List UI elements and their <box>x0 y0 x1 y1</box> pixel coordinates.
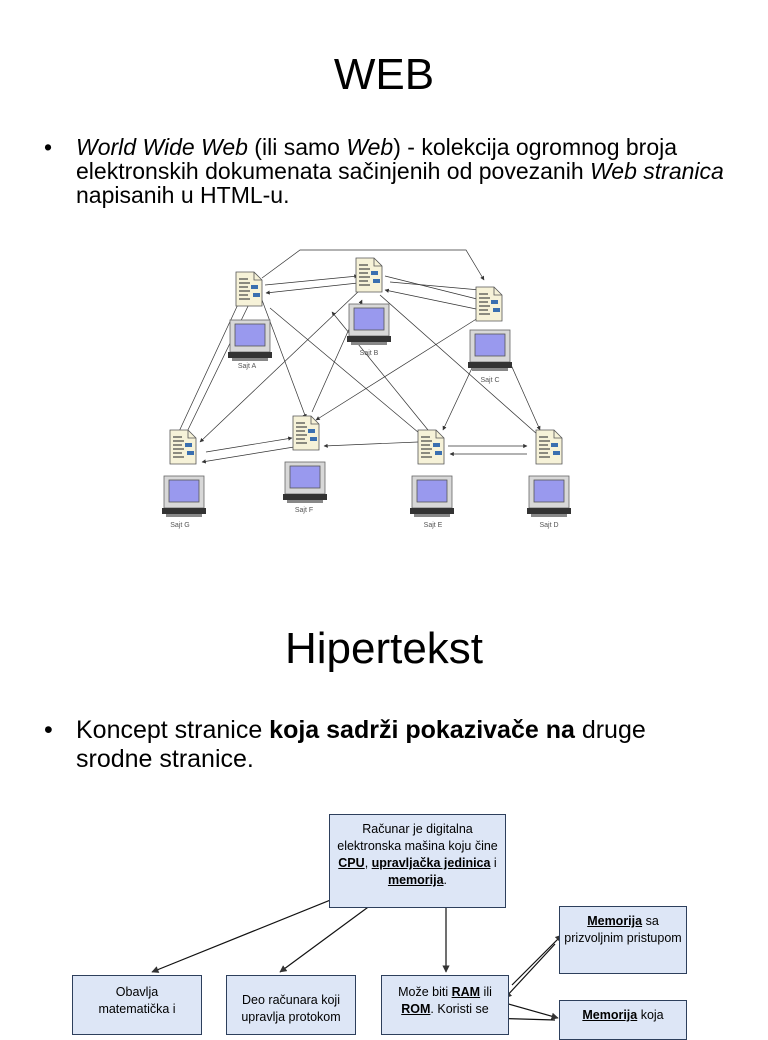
web-definition-text: World Wide Web (ili samo Web) - kolekcij… <box>76 135 736 207</box>
site-c <box>467 286 513 372</box>
box-text: Može biti <box>398 985 452 999</box>
site-label: Sajt A <box>238 363 257 370</box>
link-cpu[interactable]: CPU <box>338 856 365 870</box>
term-web: Web <box>346 134 394 160</box>
text-span: (ili samo <box>247 134 347 160</box>
box-deo-racunara: Deo računara koji upravlja protokom <box>226 975 356 1035</box>
site-label: Sajt C <box>480 377 499 384</box>
slide-title-hipertekst: Hipertekst <box>284 624 484 673</box>
text-span: druge srodne stranice. <box>76 716 646 773</box>
box-text: Deo računara koji upravlja protokom <box>241 993 341 1024</box>
site-b <box>346 257 392 346</box>
bullet-dot: • <box>44 134 53 160</box>
box-text: Računar je digitalna elektronska mašina … <box>337 822 498 853</box>
link-rom[interactable]: ROM <box>401 1002 431 1016</box>
box-text: , <box>364 856 372 870</box>
site-label: Sajt B <box>360 350 379 357</box>
link-upravljacka-jedinica[interactable]: upravljačka jedinica <box>371 856 491 870</box>
slide-title-web: WEB <box>333 50 435 99</box>
link-ram[interactable]: RAM <box>451 985 481 999</box>
box-text: koja <box>637 1008 664 1022</box>
link-memorija-ram[interactable]: Memorija <box>587 914 643 928</box>
site-g <box>161 429 207 518</box>
box-text: . Koristi se <box>430 1002 489 1016</box>
site-label: Sajt D <box>539 522 558 529</box>
box-memorija-rom: Memorija koja <box>559 1000 687 1040</box>
term-www: World Wide Web <box>76 134 248 160</box>
bullet-dot: • <box>44 716 53 744</box>
link-arrows <box>175 249 547 464</box>
box-text: ili <box>480 985 492 999</box>
site-a <box>227 271 273 362</box>
box-text: sa prizvoljnim pristupom <box>564 914 682 945</box>
site-f <box>282 415 328 504</box>
text-span: ) - kolekcija ogromnog broja elektronski… <box>76 134 678 184</box>
box-text: Obavlja matematička i <box>98 985 176 1016</box>
link-memorija-rom[interactable]: Memorija <box>582 1008 638 1022</box>
hypertext-definition-text: Koncept stranice koja sadrži pokazivače … <box>76 716 716 774</box>
box-obavlja: Obavlja matematička i <box>72 975 202 1035</box>
text-span: Koncept stranice <box>76 716 270 744</box>
box-text: i <box>490 856 497 870</box>
site-e <box>409 429 455 518</box>
box-moze-biti: Može biti RAM ili ROM. Koristi se <box>381 975 509 1035</box>
site-label: Sajt F <box>295 507 313 514</box>
site-label: Sajt G <box>170 522 189 529</box>
box-memorija-ram: Memorija sa prizvoljnim pristupom <box>559 906 687 974</box>
link-memorija[interactable]: memorija <box>387 873 444 887</box>
box-racunar: Računar je digitalna elektronska mašina … <box>329 814 506 908</box>
box-text: . <box>443 873 448 887</box>
text-span: napisanih u HTML-u. <box>76 182 290 208</box>
term-web-stranica: Web stranica <box>590 158 724 184</box>
site-d <box>526 429 572 518</box>
site-label: Sajt E <box>424 522 443 529</box>
text-span-bold: koja sadrži pokazivače na <box>269 716 575 744</box>
